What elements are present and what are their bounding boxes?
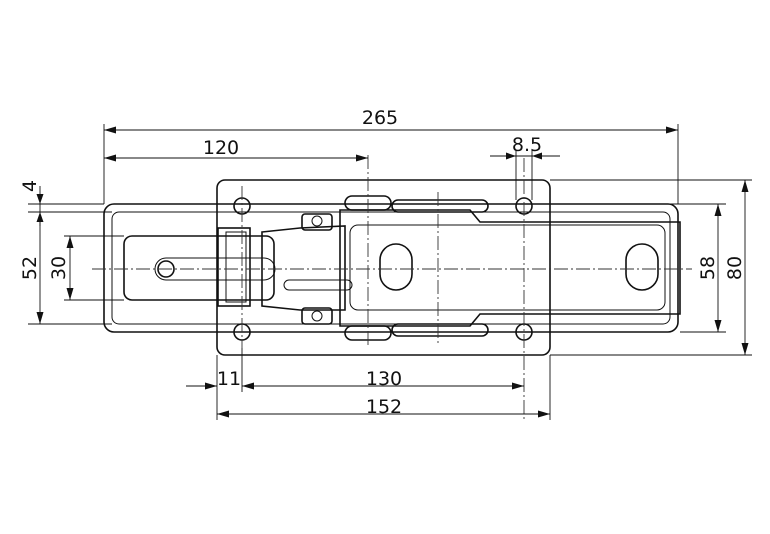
label-hole-spacing: 130 bbox=[366, 368, 402, 390]
pin-bottom bbox=[311, 310, 323, 322]
toggle-pin-slot bbox=[283, 279, 353, 291]
dimension-labels: 265 120 8.5 4 52 30 58 80 11 130 152 bbox=[19, 107, 746, 418]
center-lines bbox=[92, 155, 692, 420]
handle-inner bbox=[349, 224, 666, 311]
latch-inner-contour bbox=[111, 211, 671, 325]
toggle-link bbox=[261, 225, 346, 311]
label-overall-length: 265 bbox=[362, 107, 398, 129]
base-plate bbox=[216, 179, 551, 356]
label-pivot-offset: 120 bbox=[203, 137, 239, 159]
lock-block-inner bbox=[225, 231, 247, 303]
latch-tongue bbox=[123, 235, 275, 301]
label-plate-length: 152 bbox=[366, 396, 402, 418]
latch-outer-body bbox=[103, 203, 679, 333]
pin-top bbox=[311, 215, 323, 227]
hinge-roller-bottom-right bbox=[391, 323, 489, 337]
label-plate-inner: 58 bbox=[697, 256, 719, 280]
label-plate-height: 80 bbox=[724, 256, 746, 280]
toggle-clip-top bbox=[301, 213, 333, 231]
label-edge-offset: 11 bbox=[217, 368, 241, 390]
dimension-lines bbox=[28, 124, 752, 420]
handle-slot-right bbox=[625, 243, 659, 291]
lock-block bbox=[217, 227, 251, 307]
hinge-roller-top-right bbox=[391, 199, 489, 213]
label-latch-height: 52 bbox=[19, 256, 41, 280]
label-thickness: 4 bbox=[19, 180, 41, 192]
label-hole-diameter: 8.5 bbox=[512, 134, 542, 156]
label-slot-height: 30 bbox=[48, 256, 70, 280]
toggle-clip-bottom bbox=[301, 307, 333, 325]
handle-slot-left bbox=[379, 243, 413, 291]
part-outlines bbox=[103, 179, 681, 356]
handle-plate bbox=[339, 209, 681, 327]
